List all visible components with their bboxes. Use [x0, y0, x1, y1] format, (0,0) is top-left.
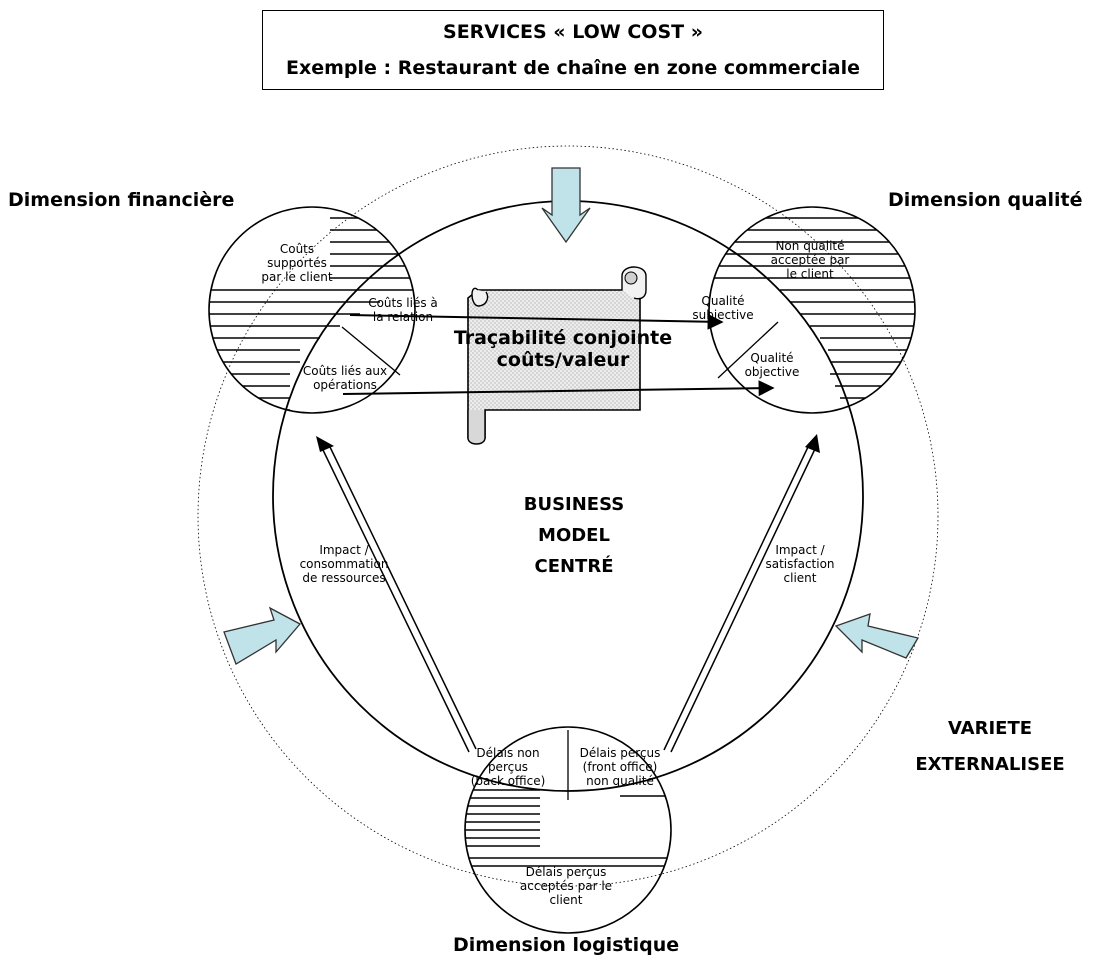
impact-right-line-1: Impact /	[775, 543, 825, 557]
center-label-line-3: CENTRÉ	[534, 555, 613, 577]
couts-relation-line-2: la relation	[373, 310, 433, 324]
delais-acceptes-line-1: Délais perçus	[526, 865, 607, 879]
impact-left-line-3: de ressources	[302, 571, 385, 585]
impact-left-arrow	[316, 436, 477, 753]
impact-right-line-2: satisfaction	[765, 557, 834, 571]
delais-acceptes-line-3: client	[550, 893, 583, 907]
non-qualite-line-3: le client	[786, 267, 834, 281]
outer-dotted-circle	[197, 145, 939, 887]
non-qualite-line-2: acceptée par	[771, 253, 850, 267]
qualite-subjective-line-2: subjective	[692, 308, 753, 322]
left-block-arrow	[223, 606, 302, 665]
delais-non-percus-line-2: perçus	[488, 760, 528, 774]
impact-right-line-3: client	[784, 571, 817, 585]
right-block-arrow	[834, 613, 920, 659]
dimension-qualite-label: Dimension qualité	[888, 189, 1082, 211]
title-line-1: SERVICES « LOW COST »	[443, 21, 703, 43]
variete-label-line-1: VARIETE	[948, 718, 1032, 739]
title-line-2: Exemple : Restaurant de chaîne en zone c…	[286, 57, 860, 79]
couts-operations-line-2: opérations	[313, 378, 377, 392]
impact-left-line-2: consommation	[300, 557, 389, 571]
relation-arrow	[349, 313, 724, 330]
delais-percus-line-2: (front office)	[583, 760, 658, 774]
couts-operations-line-1: Coûts liés aux	[303, 364, 387, 378]
scroll-label-line-1: Traçabilité conjointe	[454, 327, 672, 349]
qualite-objective-line-1: Qualité	[750, 351, 793, 365]
couts-supportes-line-3: par le client	[261, 270, 333, 284]
dimension-financiere-label: Dimension financière	[8, 189, 234, 211]
title-box: SERVICES « LOW COST » Exemple : Restaura…	[262, 10, 884, 90]
qualite-circle	[708, 206, 916, 414]
couts-relation-line-1: Coûts liés à	[368, 296, 438, 310]
tracabilite-scroll	[467, 266, 647, 445]
delais-percus-line-1: Délais perçus	[580, 746, 661, 760]
qualite-subjective-line-1: Qualité	[701, 294, 744, 308]
delais-non-percus-line-3: (back office)	[471, 774, 546, 788]
dimension-logistique-label: Dimension logistique	[453, 934, 679, 956]
scroll-label-line-2: coûts/valeur	[497, 349, 630, 371]
center-label-line-2: MODEL	[538, 525, 610, 546]
delais-percus-line-3: non qualité	[586, 774, 654, 788]
non-qualite-line-1: Non qualité	[775, 239, 844, 253]
impact-left-line-1: Impact /	[319, 543, 369, 557]
delais-acceptes-line-2: acceptés par le	[520, 879, 612, 893]
logistique-circle	[464, 726, 672, 934]
center-label-line-1: BUSINESS	[524, 494, 624, 515]
logistique-hatching	[465, 789, 671, 867]
variete-label-line-2: EXTERNALISEE	[915, 754, 1064, 775]
couts-supportes-line-1: Coûts	[280, 242, 314, 256]
delais-non-percus-line-1: Délais non	[476, 746, 539, 760]
impact-right-arrow	[663, 434, 820, 753]
qualite-objective-line-2: objective	[745, 365, 800, 379]
financiere-circle	[208, 206, 416, 414]
operations-arrow	[342, 380, 775, 397]
couts-supportes-line-2: supportés	[267, 256, 327, 270]
top-block-arrow	[541, 167, 591, 244]
